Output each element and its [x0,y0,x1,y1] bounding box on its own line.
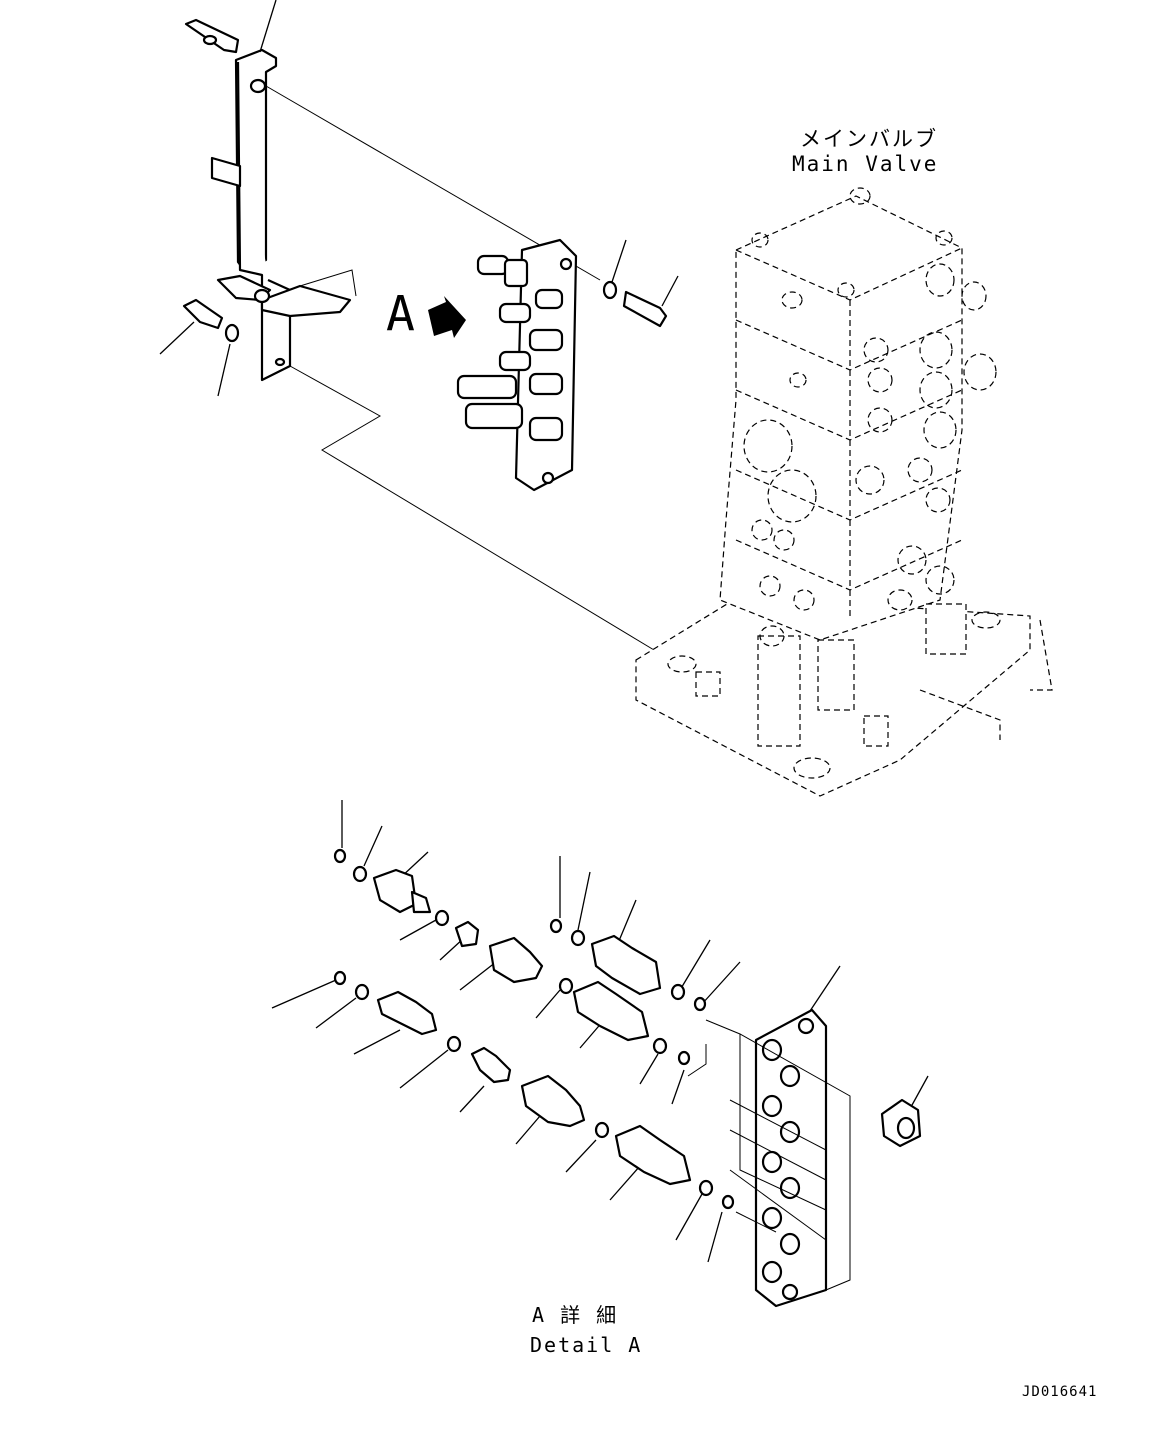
arrow-right-icon [428,296,466,338]
view-letter: A [386,286,415,342]
bolt-right [602,239,679,328]
drawing-id: JD016641 [1022,1384,1097,1400]
main-valve-body [635,187,1053,797]
detail-label-en: Detail A [530,1333,642,1357]
main-valve-label-en: Main Valve [792,152,938,176]
main-valve-label-jp: メインバルブ [800,127,938,151]
bolt-left [159,298,240,397]
leader-line-bracket-lower [289,365,655,651]
mounting-bracket [184,0,357,382]
detail-a-exploded [271,800,929,1308]
detail-label-jp: A 詳 細 [532,1303,618,1327]
sensor-manifold-assembly [456,238,578,492]
